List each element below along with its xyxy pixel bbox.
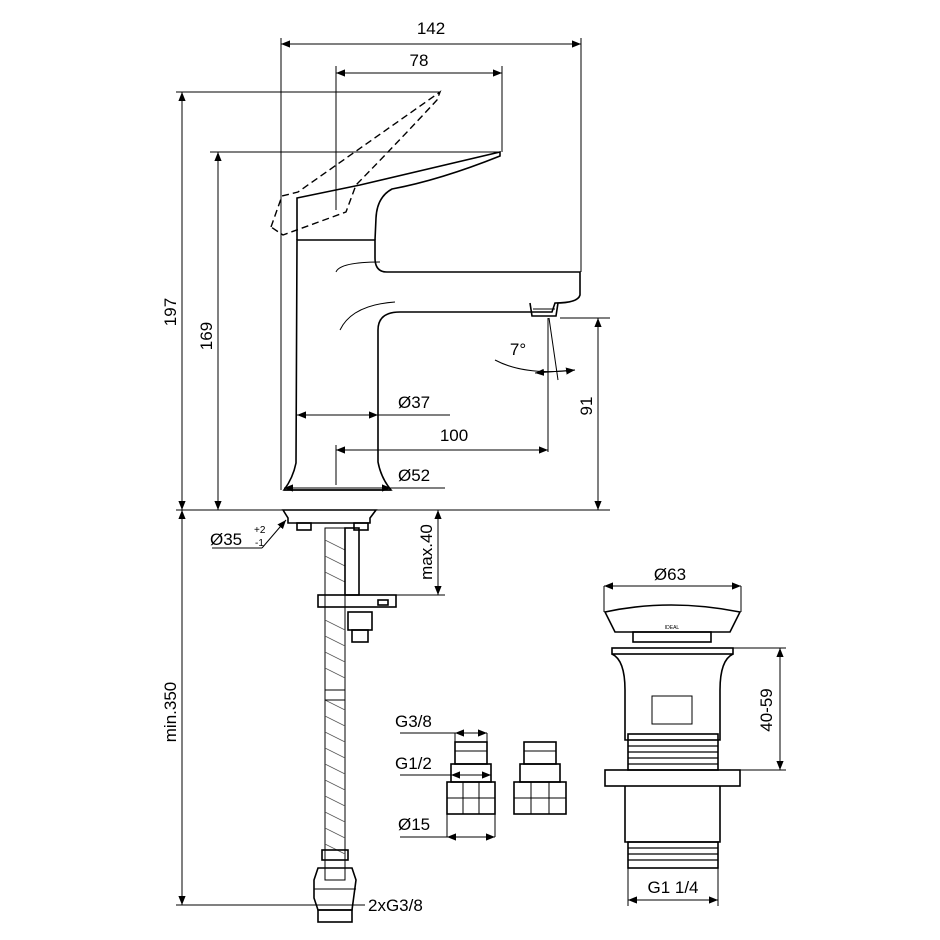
dim-waste-thread: G1 1/4	[647, 878, 698, 897]
hose-end-nut	[313, 867, 357, 911]
dim-outlet-91: 91	[577, 397, 596, 416]
dim-width-142: 142	[417, 19, 445, 38]
dim-hose-thread: 2xG3/8	[368, 896, 423, 915]
mounting-plate	[281, 509, 378, 524]
dim-height-197: 197	[161, 298, 180, 326]
pop-up-waste	[603, 604, 742, 869]
dim-spout-100: 100	[440, 426, 468, 445]
dim-hole-tol-plus: +2	[254, 525, 266, 536]
hose-left	[324, 527, 346, 881]
dim-deck-max: max.40	[417, 524, 436, 580]
faucet-drawing	[270, 90, 581, 923]
aerator	[529, 302, 559, 317]
dim-pipe-g12: G1/2	[395, 754, 432, 773]
angle-valve-right	[513, 741, 567, 815]
dim-pipe-g38: G3/8	[395, 712, 432, 731]
dim-reach-78: 78	[410, 51, 429, 70]
lever-raised-dashed	[270, 90, 442, 236]
dim-height-169: 169	[197, 322, 216, 350]
dim-pipe-d15: Ø15	[398, 815, 430, 834]
dim-hose-min: min.350	[161, 682, 180, 742]
dim-hole-tol-minus: -1	[255, 538, 264, 549]
dimension-lines	[176, 38, 786, 906]
dim-angle-7: 7°	[510, 340, 526, 359]
dim-dia-52: Ø52	[398, 466, 430, 485]
dim-waste-d63: Ø63	[654, 565, 686, 584]
lever	[296, 150, 501, 241]
waste-brand-mark: IDEAL	[665, 625, 680, 631]
faucet-body	[282, 239, 581, 491]
dim-dia-37: Ø37	[398, 393, 430, 412]
dim-waste-range: 40-59	[757, 688, 776, 731]
dim-hole-dia: Ø35	[210, 530, 242, 549]
waste-cap	[603, 604, 742, 633]
angle-valve-left	[446, 741, 496, 815]
